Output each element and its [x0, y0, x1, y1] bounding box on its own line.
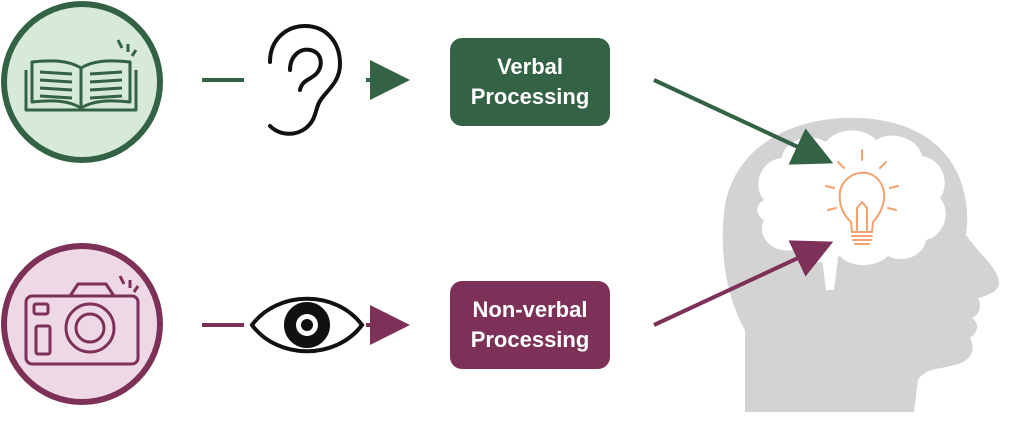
- verbal-processing-box: Verbal Processing: [450, 38, 610, 126]
- head-silhouette-icon: [722, 117, 1000, 412]
- open-book-icon: [24, 39, 138, 112]
- camera-icon: [24, 275, 140, 366]
- eye-icon: [249, 296, 365, 354]
- verbal-to-brain-arrow: [653, 78, 834, 165]
- nonverbal-processing-label-line2: Processing: [470, 327, 590, 352]
- verbal-processing-label-line1: Verbal: [496, 54, 564, 79]
- lightbulb-icon: [825, 149, 899, 245]
- nonverbal-processing-label-line1: Non-verbal: [472, 297, 588, 322]
- verbal-processing-label-line2: Processing: [470, 84, 590, 109]
- nonverbal-to-brain-arrow: [653, 240, 834, 327]
- ear-icon: [268, 23, 343, 136]
- nonverbal-processing-box: Non-verbal Processing: [450, 281, 610, 369]
